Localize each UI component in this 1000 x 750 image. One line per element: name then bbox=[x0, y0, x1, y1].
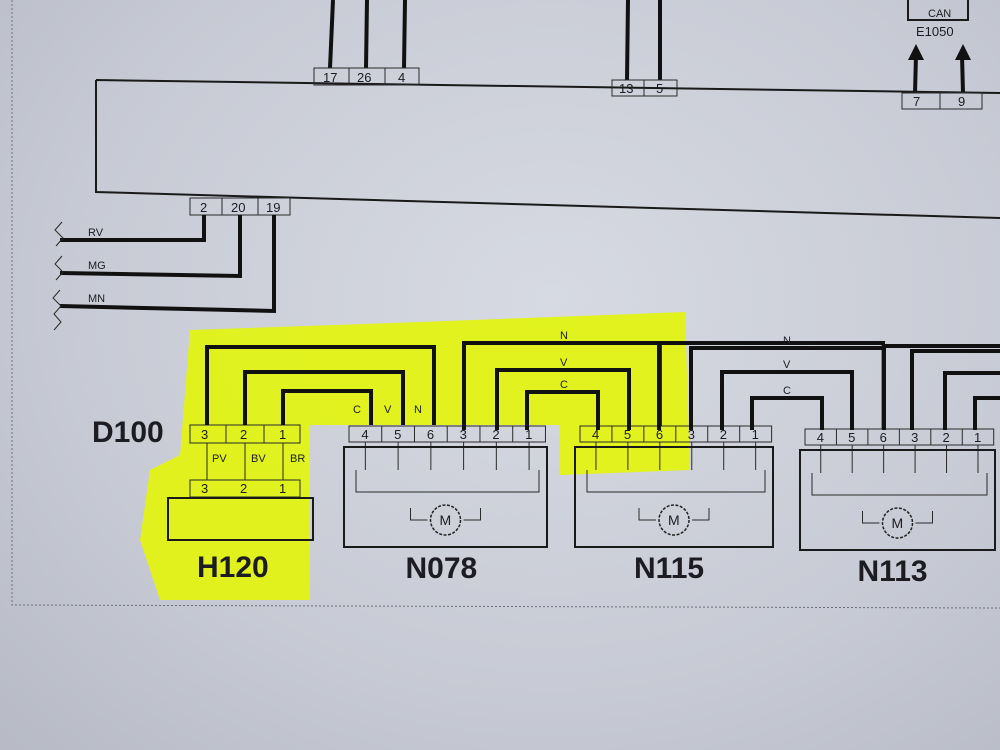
motor-icon bbox=[881, 507, 914, 539]
motor-pin: 1 bbox=[974, 430, 981, 445]
h120-pin: 2 bbox=[240, 427, 247, 442]
highlighter-mark bbox=[140, 312, 690, 600]
arrow-icon bbox=[908, 44, 924, 60]
motor-unit-n078: 4 5 6 3 2 1M N078 bbox=[343, 425, 548, 585]
page-frame bbox=[11, 0, 1000, 609]
motor-pin: 4 bbox=[361, 427, 368, 442]
component-label: N115 bbox=[634, 552, 704, 585]
motor-pin: 1 bbox=[525, 427, 532, 442]
motor-pin: 2 bbox=[943, 430, 950, 445]
motor-pin: 6 bbox=[656, 427, 663, 442]
ecu-block bbox=[95, 79, 1000, 219]
top-pin: 13 bbox=[619, 81, 633, 96]
motor-symbol: M bbox=[440, 512, 452, 528]
bus-letter: N bbox=[783, 335, 791, 347]
arrow-icon bbox=[955, 44, 971, 60]
motor-housing bbox=[799, 449, 996, 551]
component-label: H120 bbox=[197, 551, 269, 584]
motor-pin: 3 bbox=[460, 427, 467, 442]
h120-loops bbox=[205, 345, 436, 425]
component-label: N113 bbox=[858, 555, 928, 588]
can-label: CAN bbox=[928, 8, 951, 20]
h120-wires: PV BV BR 3 2 1 bbox=[189, 443, 305, 498]
top-pin: 17 bbox=[323, 70, 337, 85]
component-label: N078 bbox=[406, 552, 478, 585]
h120-lower-pin: 1 bbox=[279, 481, 286, 496]
bus-letter: N bbox=[560, 330, 568, 342]
bus-letter: V bbox=[560, 357, 568, 369]
motor-pin: 5 bbox=[624, 427, 631, 442]
bus-letter: N bbox=[414, 404, 422, 416]
h120-block bbox=[167, 497, 314, 541]
h120-lower-pin: 2 bbox=[240, 481, 247, 496]
ecu-pin: 20 bbox=[231, 200, 245, 215]
wire-color: PV bbox=[212, 453, 227, 465]
h120-pin: 1 bbox=[279, 427, 286, 442]
top-pin: 4 bbox=[398, 70, 405, 85]
motor-pin: 5 bbox=[848, 430, 855, 445]
wire-label: MG bbox=[88, 260, 106, 272]
motor-unit-n113: 4 5 6 3 2 1M N113 bbox=[799, 344, 1000, 588]
wire-color: BR bbox=[290, 453, 305, 465]
ecu-pin: 19 bbox=[266, 200, 280, 215]
motor-pin: 6 bbox=[427, 427, 434, 442]
top-wires bbox=[328, 0, 971, 94]
bus-letter: C bbox=[353, 404, 361, 416]
ecu-pin-strip: 2 20 19 bbox=[189, 197, 291, 216]
motor-pin: 2 bbox=[720, 427, 727, 442]
motor-pin: 1 bbox=[752, 427, 759, 442]
wire-label: MN bbox=[88, 293, 105, 305]
ecu-pin: 2 bbox=[200, 200, 207, 215]
bus-letter: C bbox=[783, 385, 791, 397]
motor-pin: 3 bbox=[688, 427, 695, 442]
motor-icon bbox=[429, 504, 462, 536]
motor-housing bbox=[574, 446, 774, 548]
motor-pin: 4 bbox=[817, 430, 824, 445]
h120-pin: 3 bbox=[201, 427, 208, 442]
motor-symbol: M bbox=[668, 512, 680, 528]
h120-lower-pin: 3 bbox=[201, 481, 208, 496]
top-pin: 7 bbox=[913, 94, 920, 109]
motor-icon bbox=[658, 504, 690, 536]
motor-pin: 4 bbox=[592, 427, 599, 442]
connector-label: D100 bbox=[92, 416, 164, 449]
can-ref: E1050 bbox=[916, 24, 954, 39]
top-pin: 26 bbox=[357, 70, 371, 85]
d100-connector: 3 2 1 bbox=[189, 424, 301, 444]
harness-wires: RV MG MN bbox=[52, 215, 276, 331]
motor-pin: 3 bbox=[911, 430, 918, 445]
top-pin: 5 bbox=[656, 81, 663, 96]
motor-housing bbox=[343, 446, 548, 548]
top-pin-strip: 17 26 4 13 5 7 9 bbox=[313, 67, 983, 110]
motor-pin: 2 bbox=[492, 427, 499, 442]
top-pin: 9 bbox=[958, 94, 965, 109]
motor-symbol: M bbox=[892, 515, 904, 531]
motor-pin: 5 bbox=[394, 427, 401, 442]
wire-color: BV bbox=[251, 453, 266, 465]
can-block bbox=[907, 0, 969, 21]
bus-letter: V bbox=[384, 404, 392, 416]
bus-letter: V bbox=[783, 359, 791, 371]
wire-label: RV bbox=[88, 227, 104, 239]
bus-letter: C bbox=[560, 379, 568, 391]
motor-pin: 6 bbox=[880, 430, 887, 445]
